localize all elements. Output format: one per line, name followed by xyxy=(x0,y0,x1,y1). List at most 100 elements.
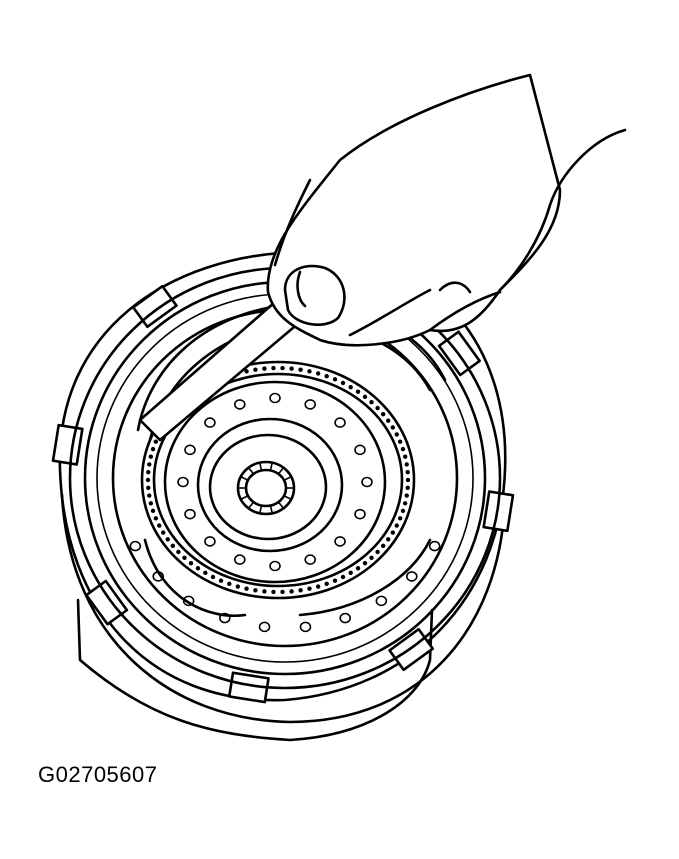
bearing-roller xyxy=(307,369,312,374)
spline-tooth xyxy=(259,463,263,471)
bearing-roller xyxy=(153,439,159,444)
bearing-roller xyxy=(146,485,151,491)
bearing-roller xyxy=(386,418,391,423)
bearing-roller xyxy=(262,589,267,594)
bearing-roller xyxy=(150,446,156,452)
bearing-roller xyxy=(153,516,159,521)
bolt-hole xyxy=(184,444,196,456)
bearing-roller xyxy=(355,389,361,394)
bolt-hole xyxy=(361,476,373,488)
bearing-roller xyxy=(394,523,399,528)
bearing-roller xyxy=(235,584,241,589)
bearing-roller xyxy=(271,589,276,595)
spline-tooth xyxy=(259,505,263,513)
bolt-hole xyxy=(334,536,346,547)
bearing-roller xyxy=(390,425,395,430)
bolt-hole xyxy=(428,540,441,552)
bearing-roller xyxy=(289,589,294,594)
bearing-roller xyxy=(362,394,368,399)
bearing-roller xyxy=(315,584,321,589)
clutch-tabs xyxy=(51,252,515,704)
bearing-roller xyxy=(148,501,154,506)
hub-bolt-holes xyxy=(177,392,373,572)
clutch-tab xyxy=(51,423,84,466)
bolt-hole xyxy=(233,399,246,410)
bearing-roller xyxy=(348,570,353,576)
bearing-roller xyxy=(362,561,368,566)
bearing-roller xyxy=(271,365,276,371)
spline-tooth xyxy=(241,495,249,500)
bearing-roller xyxy=(402,454,408,459)
bolt-hole xyxy=(269,560,281,572)
bearing-roller xyxy=(369,555,374,561)
spline-tooth xyxy=(277,501,284,509)
bearing-roller xyxy=(227,581,232,587)
bearing-roller xyxy=(348,384,353,390)
bearing-roller xyxy=(369,399,374,405)
bearing-roller xyxy=(405,469,410,475)
clutch-tab xyxy=(85,579,129,626)
bearing-roller xyxy=(218,578,224,583)
bearing-roller xyxy=(386,537,391,542)
bearing-roller xyxy=(280,365,285,371)
bearing-roller xyxy=(244,369,249,374)
bearing-roller xyxy=(400,508,406,514)
bolt-hole xyxy=(177,476,189,488)
bearing-roller xyxy=(150,508,156,514)
bearing-roller xyxy=(188,561,194,566)
bearing-roller xyxy=(147,493,152,498)
bolt-hole xyxy=(129,540,142,552)
spline-tooth xyxy=(269,463,273,471)
bearing-roller xyxy=(161,530,166,535)
bearing-roller xyxy=(390,530,395,535)
bearing-roller xyxy=(244,586,249,591)
bearing-roller xyxy=(157,523,162,528)
bearing-roller xyxy=(405,477,411,483)
bearing-roller xyxy=(324,581,329,587)
bolt-hole xyxy=(204,417,216,428)
bearing-roller xyxy=(176,549,181,555)
bearing-roller xyxy=(253,588,258,593)
bearing-roller xyxy=(380,543,386,549)
bearing-roller xyxy=(404,462,409,467)
figure-code: G02705607 xyxy=(38,762,158,787)
bolt-hole xyxy=(354,508,366,520)
bolt-hole xyxy=(269,392,281,404)
splined-shaft-bore xyxy=(236,460,296,516)
bearing-roller xyxy=(182,555,187,561)
bearing-roller xyxy=(355,566,361,571)
bolt-hole xyxy=(304,554,317,565)
spline-tooth xyxy=(283,476,291,481)
bolt-hole xyxy=(204,536,216,547)
bearing-roller xyxy=(332,578,338,583)
bearing-roller xyxy=(397,439,403,444)
bolt-hole xyxy=(233,554,246,565)
bearing-roller xyxy=(203,570,208,576)
bearing-roller xyxy=(405,485,410,491)
bearing-roller xyxy=(394,432,399,437)
bolt-hole xyxy=(354,444,366,456)
bearing-roller xyxy=(397,516,403,521)
bearing-roller xyxy=(147,462,152,467)
bearing-roller xyxy=(262,366,267,371)
spline-tooth xyxy=(241,476,249,481)
bearing-roller xyxy=(375,405,380,411)
bearing-roller xyxy=(332,377,338,382)
spline-tooth xyxy=(283,495,291,500)
hub-plate xyxy=(163,380,387,584)
bolt-hole xyxy=(304,399,317,410)
bearing-roller xyxy=(165,537,170,542)
bearing-roller xyxy=(298,588,303,593)
bearing-roller xyxy=(375,549,380,555)
bearing-roller xyxy=(195,566,201,571)
bearing-roller xyxy=(324,373,329,379)
bolt-hole xyxy=(218,612,231,624)
bearing-roller xyxy=(280,589,285,595)
bolt-hole xyxy=(299,621,312,633)
bearing-roller xyxy=(380,411,386,417)
bolt-hole xyxy=(339,612,352,624)
bearing-roller xyxy=(146,469,151,475)
bearing-roller xyxy=(340,574,346,580)
spline-tooth xyxy=(248,501,255,509)
